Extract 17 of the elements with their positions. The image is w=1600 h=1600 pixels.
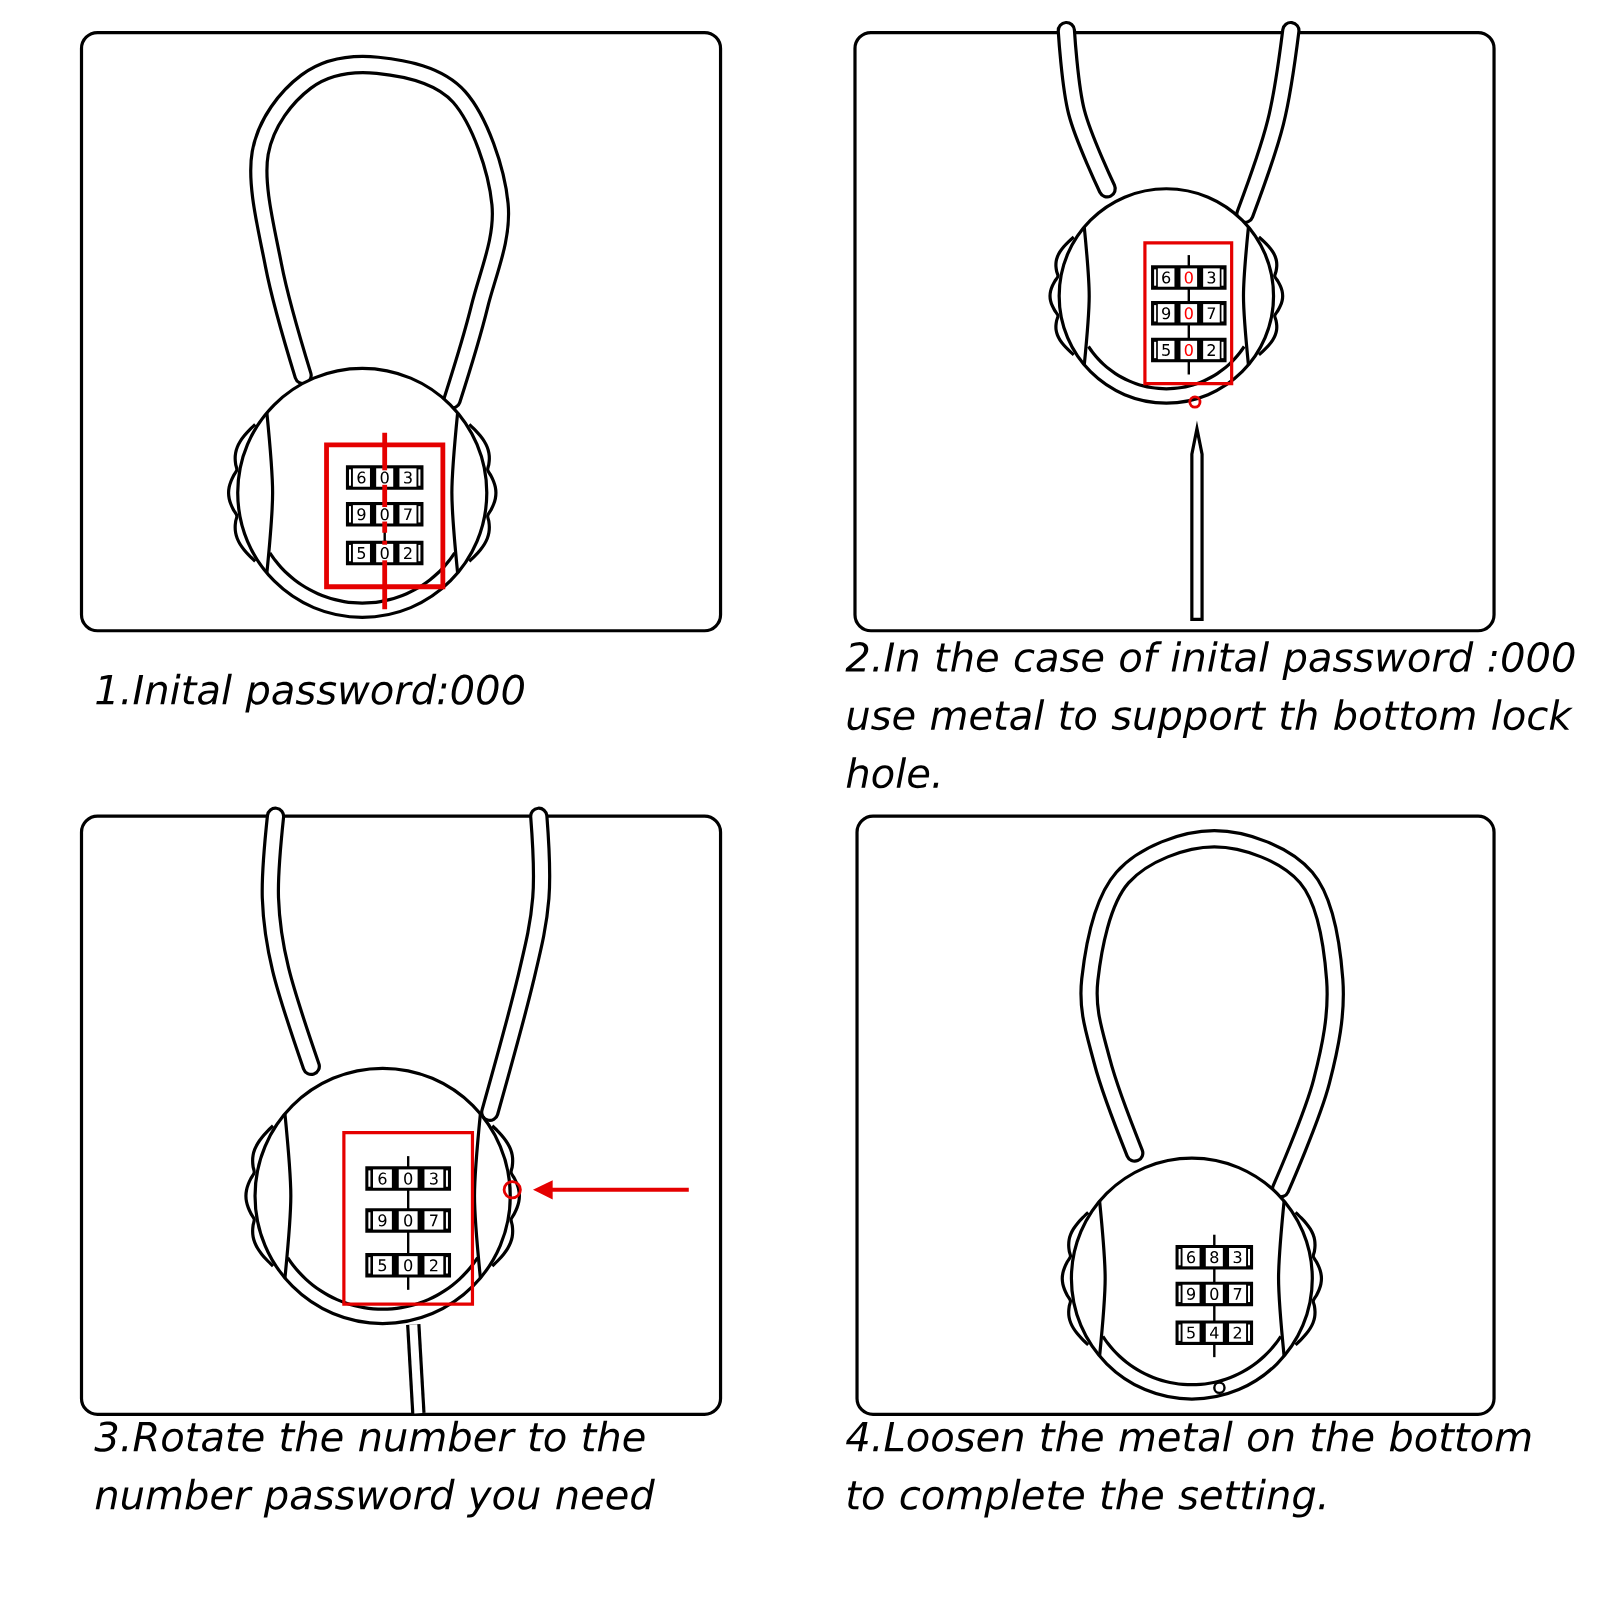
dial-digit: 6: [355, 470, 368, 485]
panel-frame: [79, 30, 723, 633]
step-caption: 2.In the case of inital password :000 use metal to support th bottom lock hole.: [845, 641, 1575, 789]
dial-digit: 9: [376, 1213, 389, 1228]
dial-digit: 6: [376, 1171, 389, 1186]
dial-digit: 0: [378, 470, 391, 485]
step-caption: 1.Inital password:000: [96, 673, 524, 713]
dial-digit: 5: [376, 1258, 389, 1273]
panel-frame: [855, 814, 1496, 1416]
dial-digit: 3: [1205, 270, 1218, 285]
dial-digit: 9: [355, 507, 368, 522]
step-caption: 3.Rotate the number to the number password you need: [94, 1420, 655, 1518]
dial-digit: 7: [1205, 306, 1218, 321]
panel-frame: [853, 30, 1496, 633]
panel-frame: [79, 814, 723, 1416]
step-caption: 4.Loosen the metal on the bottom to complete the setting.: [846, 1420, 1531, 1518]
dial-digit: 0: [378, 507, 391, 522]
